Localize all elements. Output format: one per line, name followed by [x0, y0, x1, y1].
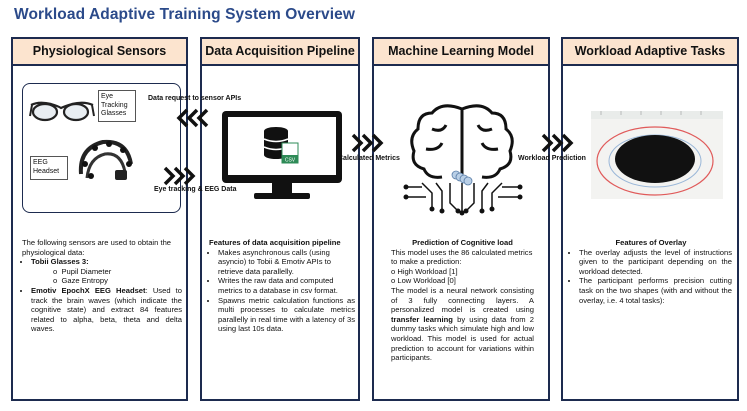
- emotiv-name: Emotiv EpochX EEG Headset: [31, 285, 146, 295]
- data-request-label: Data request to sensor APIs: [148, 95, 242, 102]
- cutting-task-image: [591, 111, 723, 199]
- sensors-description: The following sensors are used to obtain…: [22, 238, 182, 334]
- left-chevron-arrow-icon: [176, 108, 209, 128]
- column-header: Physiological Sensors: [13, 39, 186, 66]
- diagram-title: Workload Adaptive Training System Overvi…: [14, 6, 355, 23]
- eye-tracking-glasses-icon: [29, 101, 95, 122]
- pipeline-bullet: Spawns metric calculation functions as m…: [218, 296, 355, 334]
- tobii-item: Tobii Glasses 3: o Pupil Diameter o Gaze…: [31, 257, 182, 286]
- pipeline-features-title: Features of data acquisition pipeline: [209, 238, 341, 247]
- pipeline-description: Features of data acquisition pipeline Ma…: [209, 238, 355, 334]
- ml-model-desc: The model is a neural network consisting…: [391, 285, 534, 363]
- calculated-metrics-label: Calculated Metrics: [338, 155, 400, 162]
- column-data-acquisition: Data Acquisition Pipeline CSV Features o…: [200, 37, 360, 401]
- emotiv-item: Emotiv EpochX EEG Headset: Used to track…: [31, 286, 182, 334]
- tobii-metric: o Gaze Entropy: [53, 276, 108, 286]
- brain-circuit-icon: [403, 104, 523, 216]
- tasks-description: Features of Overlay The overlay adjusts …: [570, 238, 732, 305]
- column-header: Workload Adaptive Tasks: [563, 39, 737, 66]
- eeg-label: EEG Headset: [33, 159, 60, 175]
- transfer-learning-term: transfer learning: [391, 314, 453, 324]
- eeg-headset-icon: [78, 139, 133, 180]
- eye-eeg-data-label: Eye tracking & EEG Data: [154, 186, 237, 193]
- sensor-images-box: Eye Tracking Glasses EEG Headset: [22, 83, 181, 213]
- glasses-label-box: Eye Tracking Glasses: [98, 90, 136, 122]
- right-chevron-arrow-icon: [351, 133, 384, 153]
- tasks-bullet: The overlay adjusts the level of instruc…: [579, 248, 732, 277]
- right-chevron-arrow-icon: [163, 166, 196, 186]
- ml-option: o High Workload [1]: [391, 266, 458, 276]
- tasks-bullet: The participant performs precision cutti…: [579, 276, 732, 305]
- right-chevron-arrow-icon: [541, 133, 574, 153]
- ml-description: Prediction of Cognitive load This model …: [391, 238, 534, 363]
- ml-option: o Low Workload [0]: [391, 276, 456, 286]
- ml-intro: This model uses the 86 calculated metric…: [391, 247, 533, 267]
- column-machine-learning: Machine Learning Model Prediction of Cog…: [372, 37, 550, 401]
- tasks-title: Features of Overlay: [615, 238, 687, 247]
- column-header: Data Acquisition Pipeline: [202, 39, 358, 66]
- tobii-metric: o Pupil Diameter: [53, 266, 112, 276]
- glasses-label: Eye Tracking Glasses: [101, 93, 128, 117]
- pipeline-bullet: Makes asynchronous calls (using asyncio)…: [218, 248, 355, 277]
- csv-file-label: CSV: [285, 158, 296, 164]
- emotiv-desc: Used to track the brain waves (which ind…: [31, 285, 183, 334]
- pipeline-bullet: Writes the raw data and computed metrics…: [218, 276, 355, 295]
- computer-database-icon: CSV: [222, 111, 342, 199]
- sensors-intro: The following sensors are used to obtain…: [22, 238, 172, 257]
- column-adaptive-tasks: Workload Adaptive Tasks Features of Over…: [561, 37, 739, 401]
- ml-title: Prediction of Cognitive load: [412, 238, 513, 247]
- eeg-label-box: EEG Headset: [30, 156, 68, 180]
- tobii-name: Tobii Glasses 3: [31, 257, 87, 267]
- column-physiological-sensors: Physiological Sensors Eye Tracking Glass…: [11, 37, 188, 401]
- workload-prediction-label: Workload Prediction: [518, 155, 586, 162]
- column-header: Machine Learning Model: [374, 39, 548, 66]
